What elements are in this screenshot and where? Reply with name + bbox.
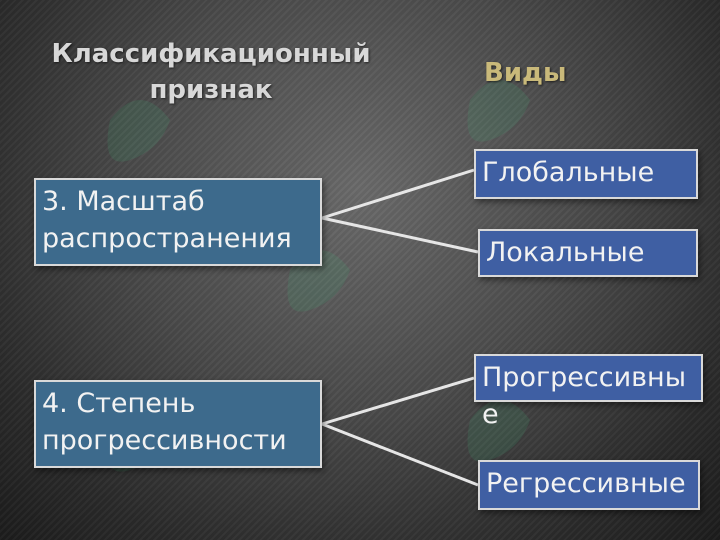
connector-progress-regressive [321, 422, 479, 487]
header-classification-feature: Классификационный признак [51, 39, 371, 105]
connector-scale-global [321, 168, 475, 220]
type-box-progressive: Прогрессивные [474, 354, 703, 430]
connector-progress-progressive [321, 376, 475, 426]
type-box-global: Глобальные [474, 149, 698, 199]
category-box-progressiveness: 4. Степень прогрессивности [34, 380, 322, 468]
connector-scale-local [321, 216, 479, 254]
type-box-local: Локальные [478, 229, 698, 277]
category-box-scale: 3. Масштаб распространения [34, 178, 322, 266]
type-box-regressive: Регрессивные [478, 460, 700, 510]
header-types: Виды [484, 58, 567, 88]
